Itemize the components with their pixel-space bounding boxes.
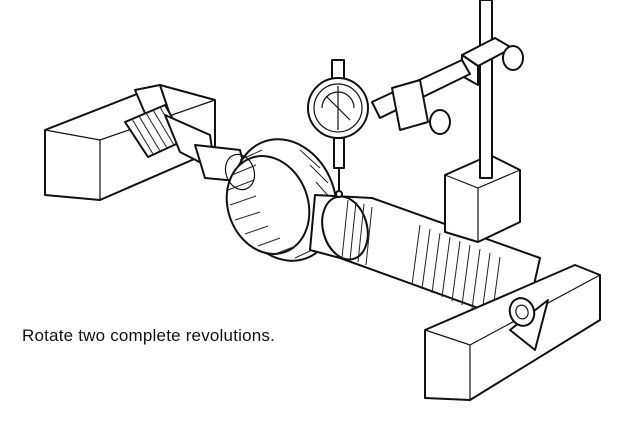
helical-gear-icon (224, 138, 338, 262)
left-shaft-end-icon (124, 104, 249, 183)
magnetic-stand-icon (371, 0, 524, 243)
shaft-knurl-band-1 (341, 199, 373, 266)
shaft-icon (309, 194, 541, 326)
dial-indicator-icon (307, 59, 369, 198)
caption-text: Rotate two complete revolutions. (22, 326, 276, 345)
right-v-block-icon (424, 264, 601, 401)
